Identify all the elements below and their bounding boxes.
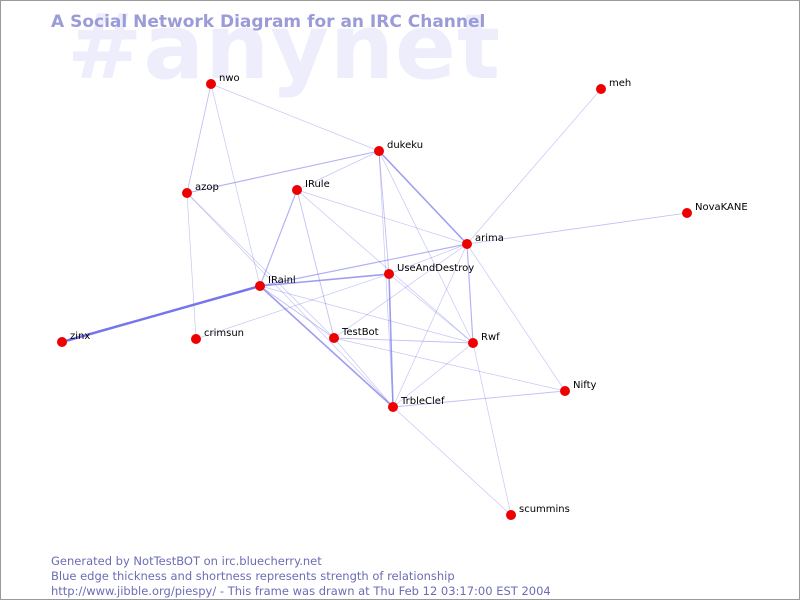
node-dot — [255, 281, 265, 291]
node-dot — [374, 146, 384, 156]
node-dukeku: dukeku — [374, 140, 423, 156]
edge-arima-trbleclef — [392, 243, 468, 408]
edge-rwf-irule — [296, 189, 474, 344]
node-label: dukeku — [387, 140, 423, 151]
edge-testbot-irule — [296, 189, 335, 339]
node-label: arima — [475, 233, 504, 244]
edge-useanddestroy-rwf — [388, 273, 474, 344]
node-irule: IRule — [292, 179, 330, 195]
edge-zinx-irainl — [60, 284, 262, 344]
edge-irainl-nwo — [210, 83, 261, 287]
node-dot — [57, 337, 67, 347]
edge-dukeku-useanddestroy — [378, 150, 390, 275]
edge-arima-nifty — [466, 243, 566, 392]
node-dot — [292, 185, 302, 195]
footer: Generated by NotTestBOT on irc.bluecherr… — [51, 554, 551, 599]
edge-dukeku-trbleclef — [378, 150, 394, 408]
node-dot — [182, 188, 192, 198]
node-label: NovaKANE — [695, 202, 748, 213]
node-dot — [384, 269, 394, 279]
edge-arima-meh — [466, 88, 602, 245]
edge-arima-testbot — [333, 243, 468, 339]
edge-useanddestroy-crimsun — [195, 273, 390, 340]
node-rwf: Rwf — [468, 332, 500, 348]
edge-dukeku-rwf — [378, 150, 474, 344]
edge-testbot-nifty — [333, 337, 566, 392]
node-dot — [462, 239, 472, 249]
edge-arima-rwf — [466, 243, 474, 344]
edge-trbleclef-azop — [186, 192, 394, 408]
edge-trbleclef-scummins — [392, 406, 512, 516]
node-label: crimsun — [204, 328, 244, 339]
node-label: TestBot — [341, 327, 379, 338]
node-irainl: IRainl — [255, 275, 296, 291]
edge-dukeku-nwo — [210, 83, 380, 152]
edge-testbot-rwf — [333, 337, 474, 344]
edge-azop-crimsun — [186, 192, 197, 340]
node-trbleclef: TrbleClef — [388, 396, 445, 412]
node-label: zinx — [70, 331, 90, 342]
node-dot — [388, 402, 398, 412]
edge-trbleclef-nifty — [392, 390, 566, 408]
node-dot — [596, 84, 606, 94]
edge-irainl-rwf — [259, 285, 474, 344]
edge-irainl-irule — [259, 189, 298, 287]
diagram-title: A Social Network Diagram for an IRC Chan… — [51, 12, 486, 32]
node-label: UseAndDestroy — [397, 263, 474, 274]
edge-azop-nwo — [186, 83, 212, 194]
node-dot — [329, 333, 339, 343]
edge-irainl-arima — [259, 243, 468, 287]
node-dot — [682, 208, 692, 218]
node-zinx: zinx — [57, 331, 90, 347]
footer-url-timestamp: http://www.jibble.org/piespy/ - This fra… — [51, 584, 551, 598]
edge-arima-irule — [296, 189, 468, 245]
node-useanddestroy: UseAndDestroy — [384, 263, 474, 279]
node-nifty: Nifty — [560, 380, 597, 396]
footer-generated-by: Generated by NotTestBOT on irc.bluecherr… — [51, 554, 322, 568]
edge-irainl-useanddestroy — [259, 273, 390, 287]
edge-layer — [60, 83, 688, 516]
node-label: IRainl — [268, 275, 296, 286]
node-dot — [560, 386, 570, 396]
edge-useanddestroy-arima — [388, 243, 468, 275]
edge-testbot-trbleclef — [333, 337, 394, 408]
node-dot — [191, 334, 201, 344]
node-azop: azop — [182, 182, 219, 198]
node-crimsun: crimsun — [191, 328, 244, 344]
node-nwo: nwo — [206, 73, 240, 89]
node-label: meh — [609, 78, 631, 89]
node-dot — [206, 79, 216, 89]
edge-arima-novakane — [466, 212, 688, 245]
node-label: Nifty — [573, 380, 597, 391]
node-label: azop — [195, 182, 219, 193]
edge-dukeku-irule — [296, 150, 380, 191]
channel-watermark: #anynet — [67, 0, 502, 100]
edge-irainl-trbleclef — [259, 285, 394, 408]
edge-irainl-testbot — [259, 285, 335, 339]
node-label: IRule — [305, 179, 330, 190]
edge-useanddestroy-trbleclef — [388, 273, 394, 408]
node-scummins: scummins — [506, 504, 570, 520]
node-novakane: NovaKANE — [682, 202, 748, 218]
footer-legend-note: Blue edge thickness and shortness repres… — [51, 569, 455, 583]
node-label: nwo — [219, 73, 240, 84]
node-dot — [506, 510, 516, 520]
edge-dukeku-azop — [186, 150, 380, 194]
node-label: Rwf — [481, 332, 500, 343]
node-label: scummins — [519, 504, 570, 515]
node-testbot: TestBot — [329, 327, 379, 343]
node-dot — [468, 338, 478, 348]
edge-testbot-azop — [186, 192, 335, 339]
edge-trbleclef-rwf — [392, 342, 474, 408]
node-label: TrbleClef — [400, 396, 445, 407]
node-meh: meh — [596, 78, 631, 94]
edge-dukeku-arima — [378, 150, 468, 245]
edge-rwf-scummins — [472, 342, 512, 516]
node-arima: arima — [462, 233, 504, 249]
